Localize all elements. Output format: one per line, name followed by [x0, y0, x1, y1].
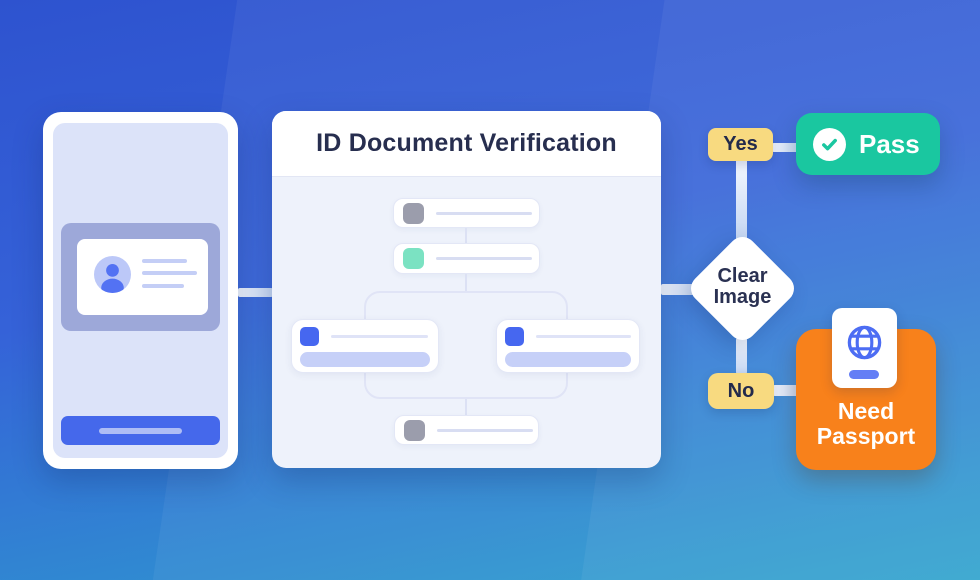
decision-label: Clear Image — [683, 266, 802, 308]
pass-label: Pass — [859, 128, 920, 159]
id-text-line — [142, 259, 187, 263]
phone-mockup — [43, 112, 238, 469]
checkmark-icon — [813, 127, 846, 161]
submit-button[interactable] — [61, 416, 220, 445]
panel-header: ID Document Verification — [272, 111, 661, 177]
submit-button-label-placeholder — [99, 427, 182, 434]
passport-icon — [832, 308, 897, 388]
skeleton-step-row — [393, 243, 540, 274]
connector-yes-diamond — [736, 159, 747, 241]
id-text-line — [142, 284, 184, 288]
placeholder-gray-icon — [403, 202, 424, 224]
yes-label[interactable]: Yes — [708, 128, 773, 161]
passport-bar — [849, 370, 879, 379]
flow-line — [465, 228, 467, 243]
placeholder-text-line — [437, 428, 533, 432]
id-capture-frame — [61, 223, 220, 331]
placeholder-gray-icon — [404, 419, 425, 441]
placeholder-text-line — [436, 211, 532, 215]
panel-title: ID Document Verification — [316, 129, 617, 157]
skeleton-step-row — [394, 415, 539, 445]
id-text-line — [142, 271, 197, 275]
blue-placeholder-icon — [505, 327, 524, 346]
decision-label-line1: Clear — [717, 265, 768, 287]
placeholder-bar — [300, 352, 430, 367]
check-card-left — [291, 319, 439, 373]
no-label[interactable]: No — [708, 373, 774, 409]
placeholder-text-line — [331, 335, 428, 338]
need-passport-line2: Passport — [816, 423, 916, 449]
placeholder-mint-icon — [403, 248, 424, 269]
flow-line — [465, 274, 467, 291]
decision-label-line2: Image — [713, 286, 772, 308]
verification-panel: ID Document Verification — [272, 111, 661, 468]
need-passport-line1: Need — [837, 398, 895, 424]
user-avatar-icon — [94, 256, 131, 293]
id-card-preview — [77, 239, 208, 315]
pass-button[interactable]: Pass — [796, 113, 940, 175]
skeleton-step-row — [393, 198, 540, 228]
connector-no-passport — [773, 385, 798, 396]
globe-icon — [847, 325, 882, 360]
placeholder-text-line — [436, 257, 532, 260]
phone-screen — [53, 123, 228, 458]
connector-yes-pass — [772, 143, 798, 152]
need-passport-label: Need Passport — [796, 399, 936, 449]
connector-panel-diamond — [661, 284, 699, 295]
connector-diamond-no — [736, 338, 747, 374]
check-card-right — [496, 319, 640, 373]
placeholder-bar — [505, 352, 631, 367]
blue-placeholder-icon — [300, 327, 319, 346]
flow-line — [465, 399, 467, 415]
connector-phone-panel — [238, 288, 273, 297]
placeholder-text-line — [536, 335, 631, 338]
